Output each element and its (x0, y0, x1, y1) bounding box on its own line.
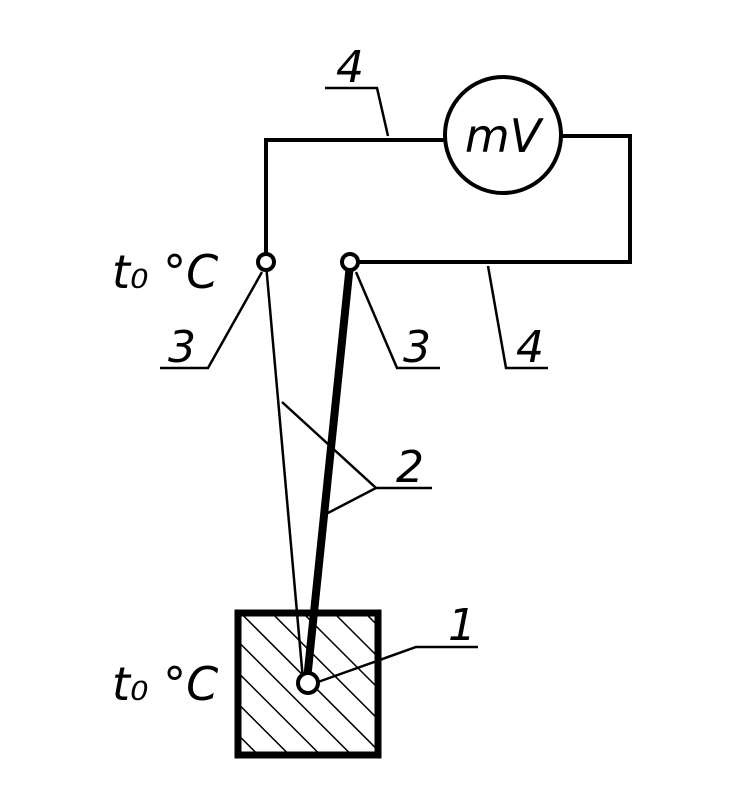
cold-junction-right (340, 252, 360, 272)
leader-hot-junction (317, 645, 478, 684)
label-hot-junction: 1 (448, 600, 476, 651)
label-junction-right: 3 (403, 322, 431, 373)
label-junction-left: 3 (168, 322, 196, 373)
millivoltmeter-icon: mV (443, 75, 563, 195)
hot-junction (296, 671, 320, 695)
label-temp-bottom: t₀ °C (112, 657, 218, 711)
meter-label: mV (465, 109, 545, 163)
label-wire-right: 4 (516, 322, 544, 373)
hatched-block-icon (234, 609, 382, 759)
leader-junction-left (160, 271, 264, 370)
label-wire-top: 4 (336, 42, 364, 93)
cold-junction-left (256, 252, 276, 272)
connecting-wire-right (354, 134, 632, 264)
label-thermoelectrodes: 2 (396, 442, 424, 493)
leader-electrodes (281, 401, 432, 516)
connecting-wire-top (264, 138, 445, 258)
leader-wire-right (486, 265, 548, 370)
leader-junction-right (354, 271, 440, 370)
label-temp-top: t₀ °C (112, 245, 218, 299)
leader-wire-top (325, 86, 390, 137)
